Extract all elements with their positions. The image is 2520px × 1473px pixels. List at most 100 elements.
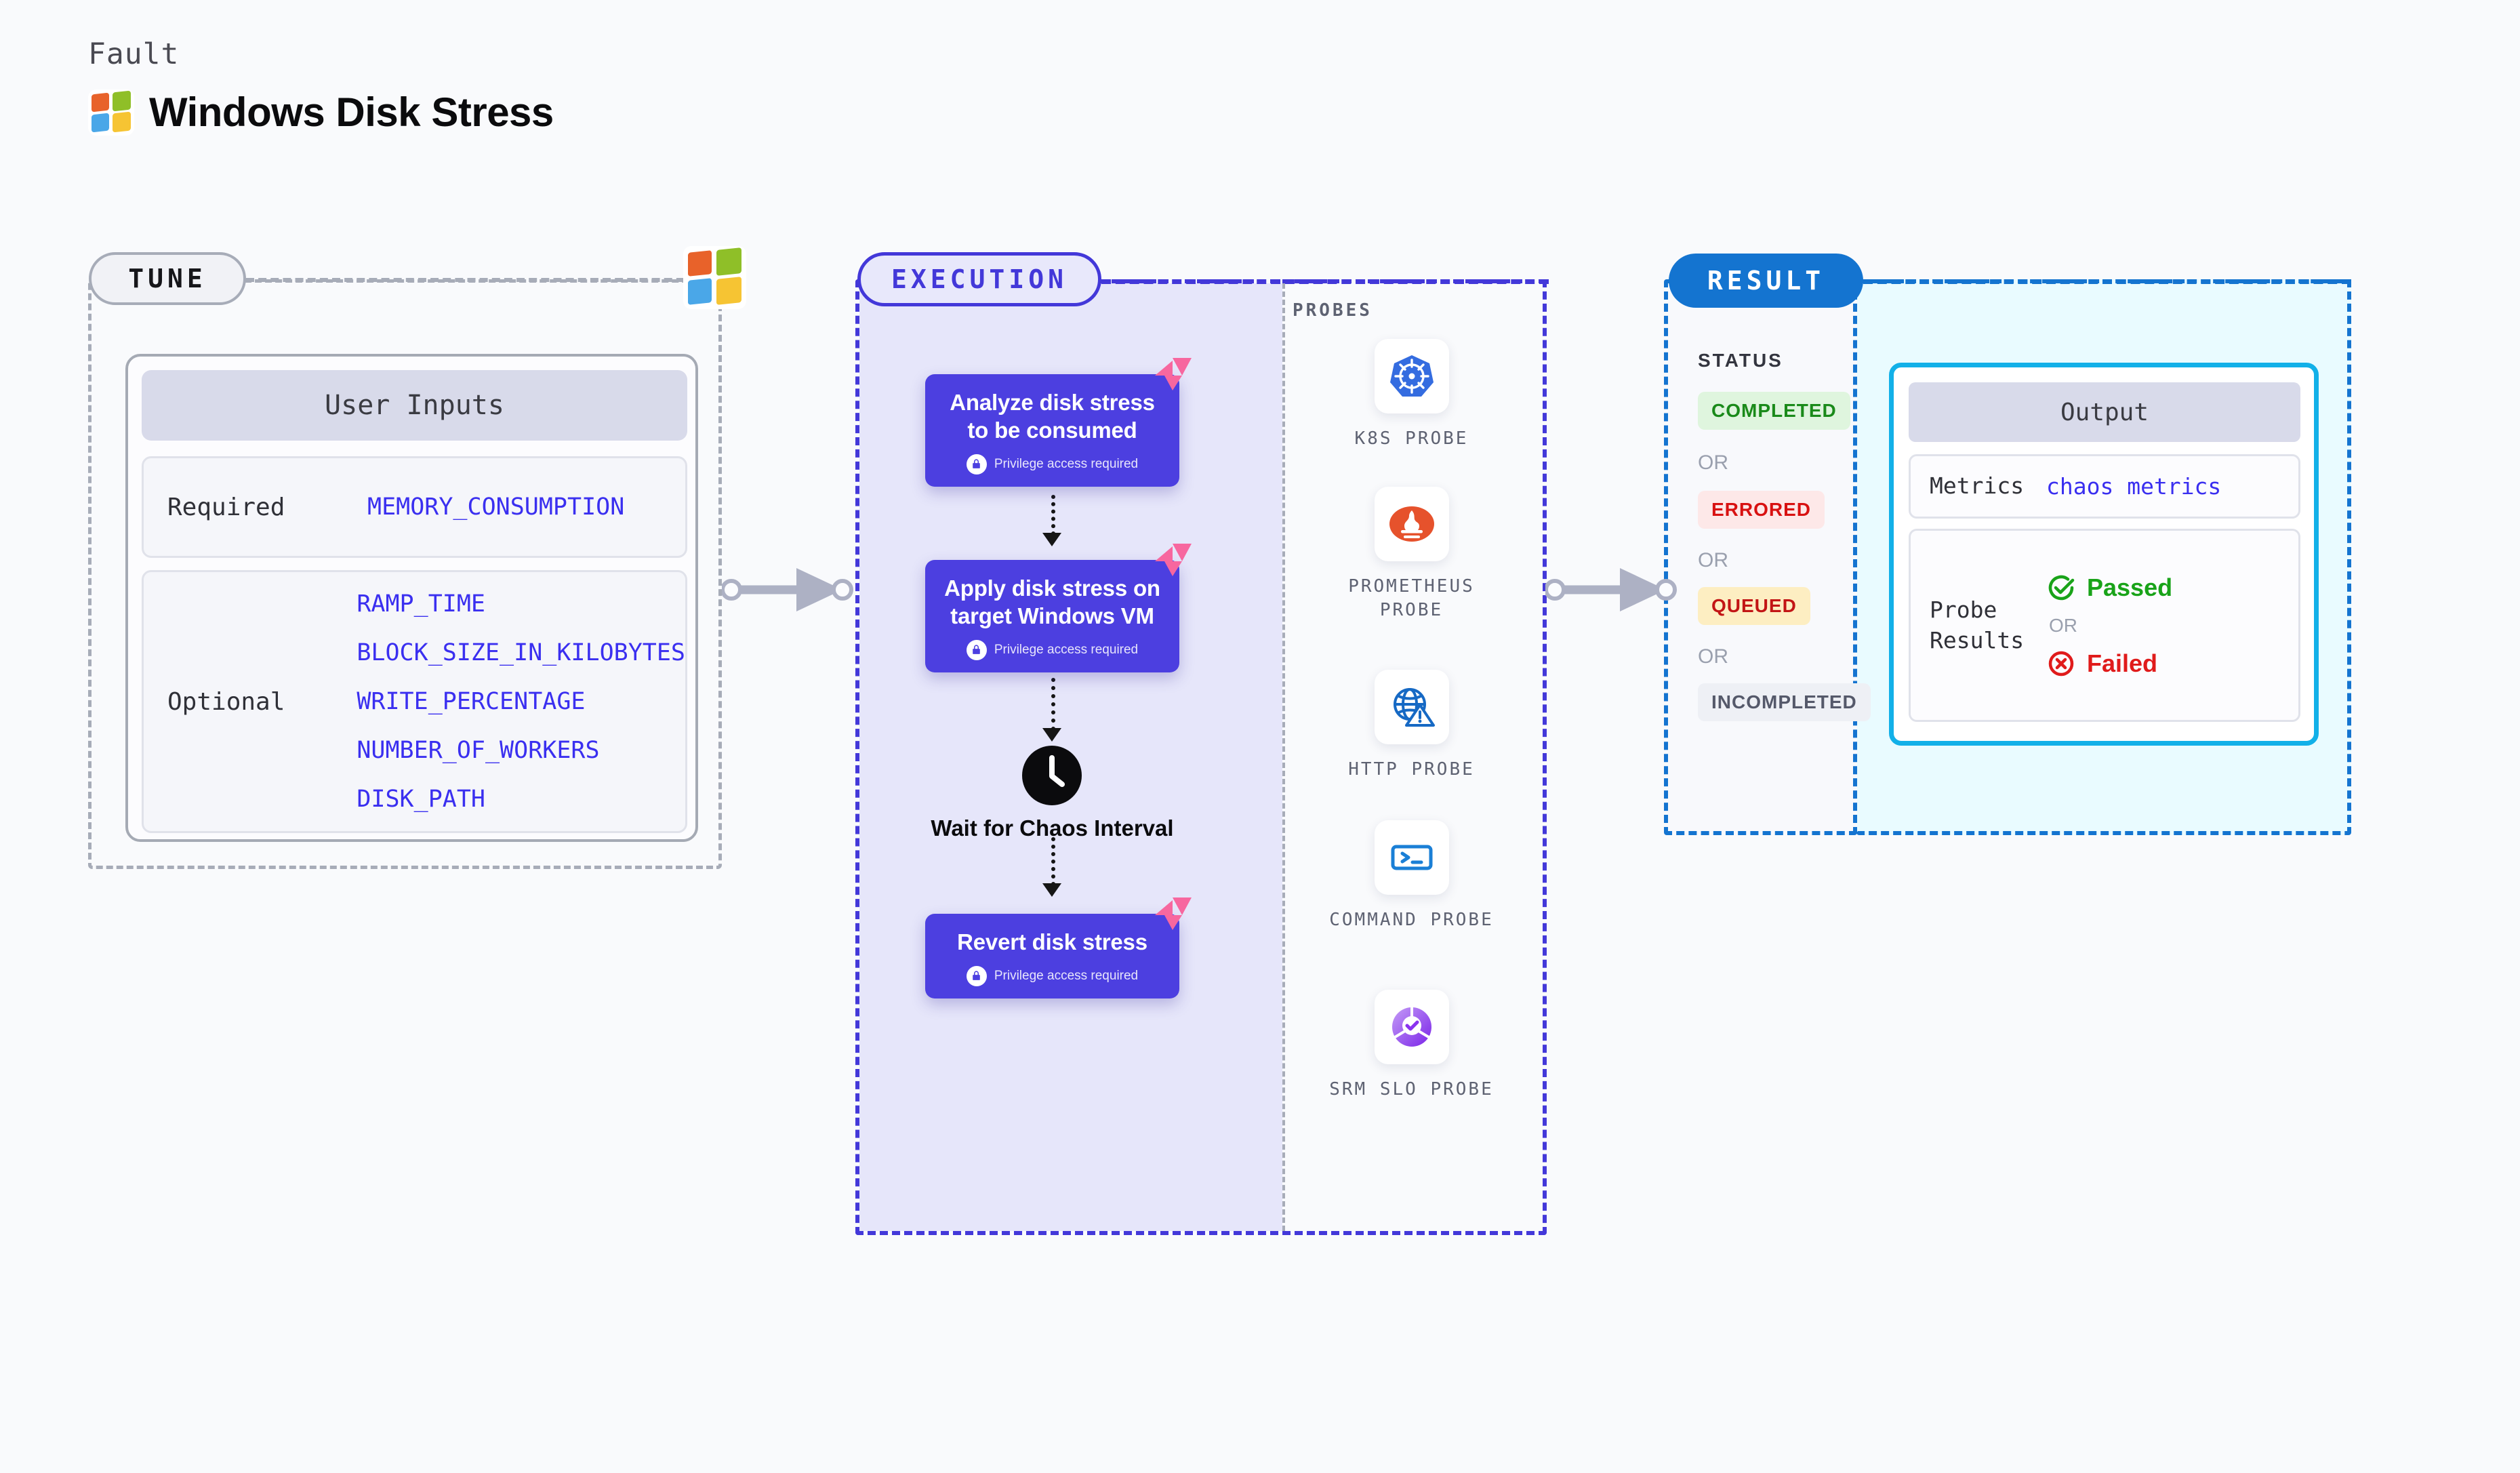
probe-tile bbox=[1374, 339, 1449, 413]
execution-pill[interactable]: EXECUTION bbox=[857, 252, 1101, 306]
http-globe-warning-icon bbox=[1393, 688, 1435, 727]
probe-item-k8s[interactable]: K8S PROBE bbox=[1325, 339, 1498, 451]
check-circle-icon bbox=[2048, 575, 2075, 600]
probe-label: PROMETHEUS PROBE bbox=[1348, 576, 1475, 621]
status-badge-queued: QUEUED bbox=[1698, 587, 1810, 625]
clock-icon bbox=[1022, 746, 1082, 805]
status-badge-label: ERRORED bbox=[1711, 499, 1812, 520]
status-badge-incompleted: INCOMPLETED bbox=[1698, 683, 1871, 721]
step-connector-line bbox=[1051, 837, 1055, 886]
or-separator: OR bbox=[2049, 614, 2077, 636]
probe-results-values: Passed OR Failed bbox=[2046, 573, 2172, 679]
execution-pill-label: EXECUTION bbox=[891, 264, 1068, 294]
probe-item-prometheus[interactable]: PROMETHEUS PROBE bbox=[1325, 487, 1498, 622]
privilege-badge: Privilege access required bbox=[937, 965, 1167, 986]
tune-dashed-connector bbox=[246, 278, 697, 282]
terminal-icon bbox=[1391, 845, 1432, 870]
litmuschaos-icon bbox=[1155, 358, 1192, 390]
privilege-badge: Privilege access required bbox=[937, 453, 1167, 475]
result-pill-label: RESULT bbox=[1707, 266, 1825, 296]
kubernetes-icon bbox=[1389, 355, 1434, 397]
status-badge-label: COMPLETED bbox=[1711, 400, 1837, 421]
privilege-badge: Privilege access required bbox=[937, 639, 1167, 660]
output-header: Output bbox=[1909, 382, 2300, 442]
probe-result-passed: Passed bbox=[2046, 573, 2172, 603]
lock-icon bbox=[966, 965, 987, 986]
probe-label: K8S PROBE bbox=[1354, 428, 1469, 449]
execution-dashed-connector bbox=[1101, 279, 1549, 284]
required-values: MEMORY_CONSUMPTION bbox=[367, 493, 624, 521]
probe-result-failed: Failed bbox=[2046, 649, 2172, 679]
input-variable[interactable]: WRITE_PERCENTAGE bbox=[357, 688, 586, 715]
input-variable[interactable]: RAMP_TIME bbox=[357, 590, 485, 618]
status-badge-errored: ERRORED bbox=[1698, 491, 1825, 529]
status-badge-completed: COMPLETED bbox=[1698, 392, 1850, 430]
status-badge-label: QUEUED bbox=[1711, 595, 1797, 616]
required-inputs-row: Required MEMORY_CONSUMPTION bbox=[142, 456, 687, 558]
page-header: Fault Windows Disk Stress bbox=[88, 37, 554, 136]
result-status-panel bbox=[1664, 279, 1857, 835]
output-card: Output Metrics chaos metrics Probe Resul… bbox=[1889, 363, 2319, 746]
or-separator: OR bbox=[1698, 645, 1728, 668]
probe-item-srm-slo[interactable]: SRM SLO PROBE bbox=[1325, 990, 1498, 1102]
required-label: Required bbox=[167, 493, 285, 521]
input-variable[interactable]: MEMORY_CONSUMPTION bbox=[367, 493, 625, 521]
step-connector-arrow bbox=[1042, 883, 1061, 897]
optional-values: RAMP_TIME BLOCK_SIZE_IN_KILOBYTES WRITE_… bbox=[357, 590, 685, 813]
windows-logo-icon bbox=[683, 246, 746, 309]
litmuschaos-icon bbox=[1155, 544, 1192, 576]
result-dashed-connector bbox=[1863, 279, 2351, 284]
tune-pill-label: TUNE bbox=[128, 264, 207, 294]
input-variable[interactable]: DISK_PATH bbox=[357, 786, 485, 813]
probe-label: COMMAND PROBE bbox=[1329, 910, 1494, 930]
page-title: Windows Disk Stress bbox=[149, 89, 554, 135]
status-badge-label: INCOMPLETED bbox=[1711, 691, 1857, 712]
lock-icon bbox=[966, 639, 987, 660]
privilege-text: Privilege access required bbox=[994, 968, 1139, 983]
execution-step-card[interactable]: Analyze disk stress to be consumed Privi… bbox=[925, 358, 1192, 487]
tune-pill[interactable]: TUNE bbox=[89, 252, 246, 305]
probe-item-http[interactable]: HTTP PROBE bbox=[1325, 670, 1498, 782]
srm-slo-icon bbox=[1391, 1007, 1431, 1047]
probe-results-row: Probe Results Passed OR Failed bbox=[1909, 529, 2300, 722]
step-title: Apply disk stress on target Windows VM bbox=[944, 576, 1160, 628]
optional-inputs-row: Optional RAMP_TIME BLOCK_SIZE_IN_KILOBYT… bbox=[142, 570, 687, 833]
result-pill[interactable]: RESULT bbox=[1669, 254, 1863, 308]
user-inputs-card: User Inputs Required MEMORY_CONSUMPTION … bbox=[125, 354, 698, 842]
step-connector-arrow bbox=[1042, 533, 1061, 546]
prometheus-icon bbox=[1389, 506, 1434, 542]
or-separator: OR bbox=[1698, 549, 1728, 571]
input-variable[interactable]: BLOCK_SIZE_IN_KILOBYTES bbox=[357, 639, 685, 666]
probe-label: SRM SLO PROBE bbox=[1329, 1079, 1494, 1099]
x-circle-icon bbox=[2048, 651, 2074, 676]
wait-for-chaos-interval-label: Wait for Chaos Interval bbox=[931, 815, 1174, 841]
input-variable[interactable]: NUMBER_OF_WORKERS bbox=[357, 737, 600, 764]
fault-title-row: Windows Disk Stress bbox=[88, 89, 554, 136]
metrics-row: Metrics chaos metrics bbox=[1909, 454, 2300, 519]
metrics-value[interactable]: chaos metrics bbox=[2046, 473, 2222, 500]
fault-kind-label: Fault bbox=[88, 37, 180, 71]
user-inputs-header: User Inputs bbox=[142, 370, 687, 441]
step-connector-arrow bbox=[1042, 728, 1061, 742]
execution-revert-card[interactable]: Revert disk stress Privilege access requ… bbox=[925, 897, 1192, 998]
step-connector-line bbox=[1051, 495, 1055, 536]
step-title: Revert disk stress bbox=[957, 929, 1147, 954]
probe-results-label: Probe Results bbox=[1930, 596, 2025, 653]
probe-label: HTTP PROBE bbox=[1348, 759, 1475, 780]
failed-label: Failed bbox=[2087, 649, 2158, 677]
privilege-text: Privilege access required bbox=[994, 456, 1139, 471]
status-label: STATUS bbox=[1698, 350, 1783, 371]
metrics-label: Metrics bbox=[1930, 472, 2025, 500]
lock-icon bbox=[966, 453, 987, 475]
probe-tile bbox=[1374, 820, 1449, 895]
litmuschaos-icon bbox=[1155, 897, 1192, 930]
passed-label: Passed bbox=[2087, 573, 2173, 601]
output-title: Output bbox=[2060, 398, 2149, 426]
execution-step-card[interactable]: Apply disk stress on target Windows VM P… bbox=[925, 544, 1192, 672]
probe-tile bbox=[1374, 487, 1449, 561]
windows-logo-icon bbox=[88, 89, 134, 136]
probe-item-command[interactable]: COMMAND PROBE bbox=[1325, 820, 1498, 932]
probes-title: PROBES bbox=[1293, 300, 1373, 321]
execution-probes-divider bbox=[1282, 283, 1285, 1231]
privilege-text: Privilege access required bbox=[994, 642, 1139, 657]
